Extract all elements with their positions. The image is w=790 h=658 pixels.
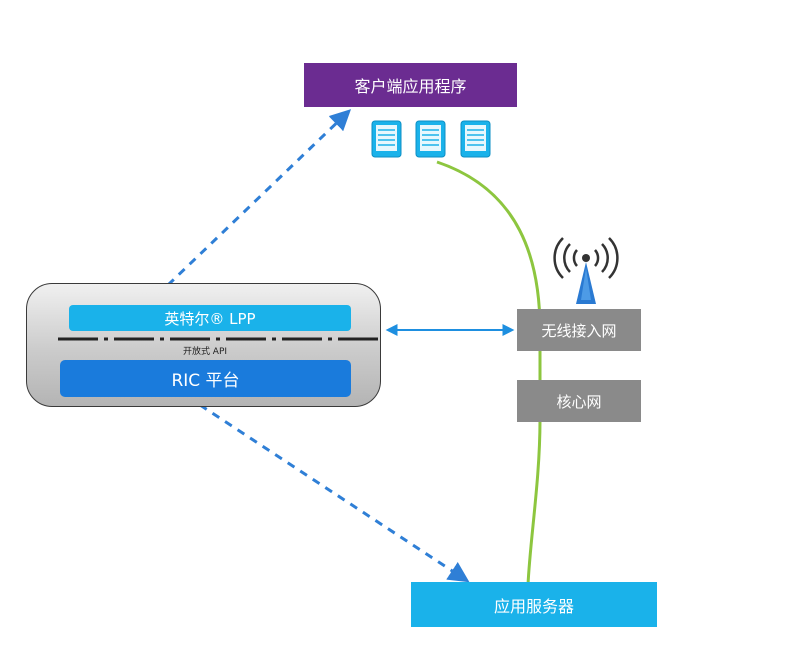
device-icon [371,120,402,158]
antenna-tower-icon [553,237,619,304]
dashed-arrow-to-client [166,109,352,287]
device-icon [460,120,491,158]
ric-label: RIC 平台 [171,371,240,391]
ran-box: 无线接入网 [517,309,641,351]
core-network-label: 核心网 [556,392,602,411]
lpp-label: 英特尔® LPP [164,309,256,328]
client-apps-box: 客户端应用程序 [304,63,517,107]
lpp-bar: 英特尔® LPP [69,305,351,331]
device-icon [415,120,446,158]
core-network-box: 核心网 [517,380,641,422]
client-apps-label: 客户端应用程序 [354,77,467,96]
ric-platform-bar: RIC 平台 [60,360,351,397]
ran-label: 无线接入网 [541,321,617,340]
app-server-box: 应用服务器 [411,582,657,627]
app-server-label: 应用服务器 [493,596,574,616]
api-label: 开放式 API [182,346,228,357]
